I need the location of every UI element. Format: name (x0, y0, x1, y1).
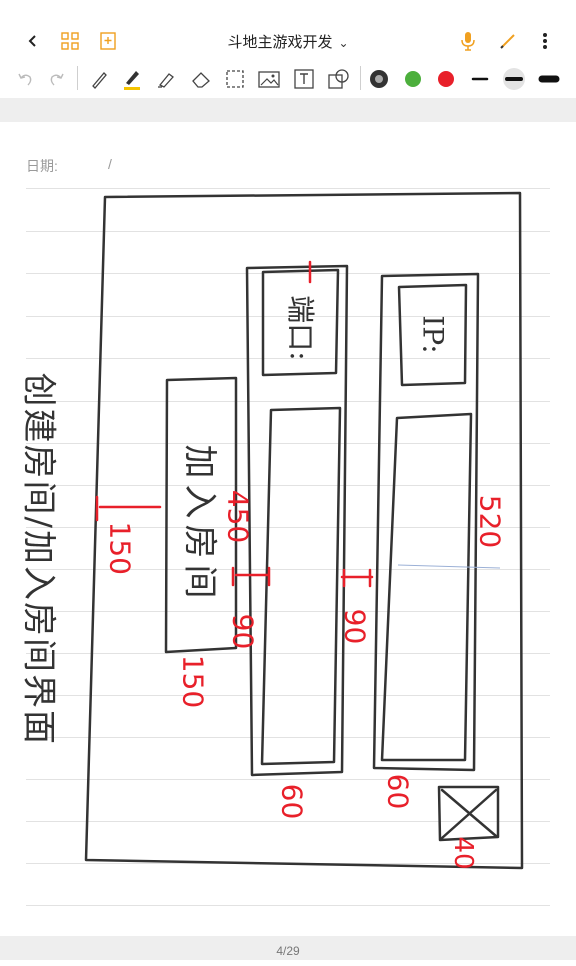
sketch-close-x (440, 788, 498, 840)
toolbar-divider (360, 66, 361, 90)
pencil-icon (92, 72, 107, 89)
marker-icon (124, 71, 140, 90)
ruled-line (26, 401, 550, 402)
date-separator: / (108, 156, 112, 172)
sketch-outer-frame (84, 191, 524, 870)
sketch-red-tick (340, 568, 374, 588)
sketch-ip-column (372, 272, 480, 772)
highlighter-tool[interactable] (155, 68, 177, 90)
page-top-margin (0, 98, 576, 122)
redo-button[interactable] (46, 68, 68, 90)
dimension-90-right: 90 (338, 608, 372, 645)
ruled-line (26, 527, 550, 528)
shape-icon (328, 69, 349, 89)
note-title-dropdown[interactable]: 斗地主游戏开发 ⌄ (0, 31, 576, 52)
grid-button[interactable] (57, 28, 83, 54)
eraser-icon (192, 72, 210, 88)
ruled-line (26, 653, 550, 654)
ruled-line (26, 695, 550, 696)
page-indicator-bar: 4/29 (0, 936, 576, 960)
eraser-tool[interactable] (190, 68, 212, 90)
dimension-450: 450 (221, 489, 255, 544)
dimension-40-close: 40 (448, 836, 478, 870)
dimension-90-left: 90 (226, 613, 260, 650)
insert-image-tool[interactable] (258, 68, 280, 90)
shape-tool[interactable] (328, 68, 350, 90)
handwriting-ip-label: IP: (416, 315, 450, 354)
more-options-button[interactable] (532, 28, 558, 54)
sketch-close-box (437, 785, 500, 842)
stroke-thick-icon (538, 75, 560, 83)
ruled-line (26, 905, 550, 906)
sketch-ip-input-box (380, 412, 473, 762)
undo-icon (18, 73, 32, 86)
chevron-left-icon (28, 35, 36, 47)
ruled-line (26, 569, 550, 570)
marker-tool[interactable] (121, 68, 143, 90)
color-dark-selected-icon (370, 70, 388, 88)
ruled-line (26, 779, 550, 780)
sketch-port-input-box (260, 406, 342, 766)
text-box-icon (294, 69, 314, 89)
stroke-thin-icon (471, 77, 489, 81)
stroke-thin[interactable] (469, 68, 491, 90)
date-label: 日期: (26, 158, 58, 174)
ruled-line (26, 485, 550, 486)
handwriting-port-label: 端口: (284, 295, 317, 361)
ruled-line (26, 443, 550, 444)
top-bar: 斗地主游戏开发 ⌄ (0, 0, 576, 60)
redo-icon (50, 73, 64, 86)
highlighter-icon (158, 73, 174, 88)
lasso-select-tool[interactable] (224, 68, 246, 90)
bookmark-button[interactable] (95, 28, 121, 54)
sketch-port-label-box (261, 268, 340, 377)
ruled-line (26, 611, 550, 612)
handwriting-main-label: 创建房间/加入房间界面 (18, 372, 59, 746)
ruled-line (26, 231, 550, 232)
color-swatch-dark[interactable] (368, 68, 390, 90)
ruled-line (26, 273, 550, 274)
chevron-down-icon: ⌄ (338, 36, 349, 50)
color-swatch-green[interactable] (402, 68, 424, 90)
sketch-join-button-box (164, 376, 238, 654)
color-swatch-red[interactable] (435, 68, 457, 90)
dimension-60-ip: 60 (381, 773, 415, 810)
color-green-icon (405, 71, 421, 87)
stroke-medium-icon (503, 68, 525, 90)
dimension-60-port: 60 (275, 783, 309, 820)
voice-button[interactable] (455, 28, 481, 54)
dimension-520: 520 (473, 494, 507, 549)
undo-button[interactable] (14, 68, 36, 90)
sketch-port-column (245, 264, 349, 777)
sketch-red-tick (231, 566, 271, 587)
stroke-medium[interactable] (503, 68, 525, 90)
color-red-icon (438, 71, 454, 87)
page-indicator: 4/29 (276, 944, 300, 958)
ruled-line (26, 358, 550, 359)
dimension-150-left: 150 (103, 521, 137, 575)
lasso-select-icon (226, 70, 244, 88)
bookmark-add-icon (100, 32, 116, 50)
ruled-line (26, 316, 550, 317)
pencil-tool[interactable] (88, 68, 110, 90)
toolbar-divider (77, 66, 78, 90)
ruled-line (26, 188, 550, 189)
more-vertical-icon (543, 33, 547, 49)
pen-icon (500, 34, 515, 49)
back-button[interactable] (20, 28, 46, 54)
image-icon (258, 71, 280, 88)
ruled-line (26, 821, 550, 822)
sketch-ip-label-box (397, 283, 468, 387)
grid-icon (61, 32, 79, 50)
handwriting-join-room: 加入房间 (179, 444, 220, 605)
stroke-thick[interactable] (538, 68, 560, 90)
ruled-line (26, 737, 550, 738)
text-box-tool[interactable] (293, 68, 315, 90)
pen-mode-button[interactable] (495, 28, 521, 54)
dimension-150-bottom: 150 (176, 654, 210, 709)
microphone-icon (461, 32, 475, 51)
note-title: 斗地主游戏开发 (227, 33, 333, 51)
